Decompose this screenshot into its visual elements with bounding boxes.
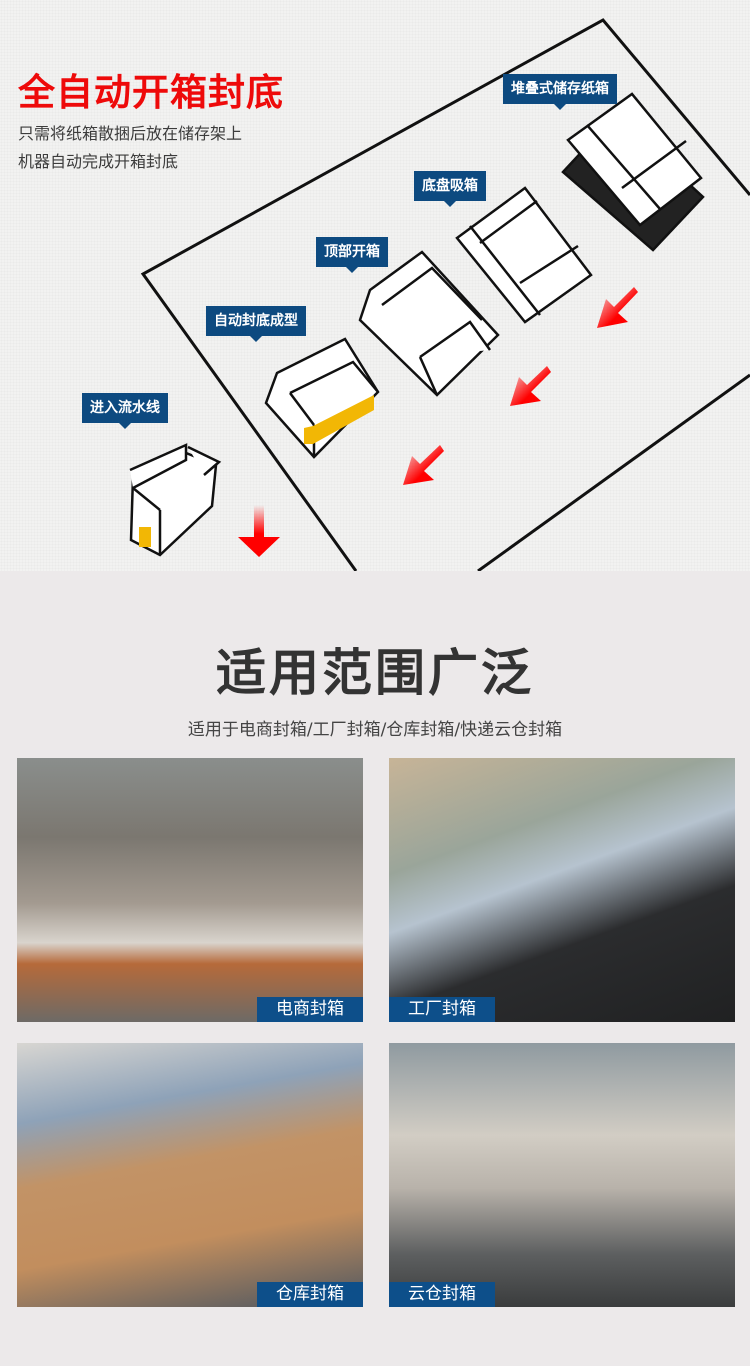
conveyor-outline	[140, 18, 750, 571]
step-tag-bottom-seal: 自动封底成型	[206, 306, 306, 342]
photo-ecommerce: 电商封箱	[17, 758, 363, 1022]
flow-arrows	[238, 287, 638, 557]
applications-section: 适用范围广泛 适用于电商封箱/工厂封箱/仓库封箱/快递云仓封箱 电商封箱 工厂封…	[0, 571, 750, 1366]
flat-box-icon	[455, 186, 593, 324]
caption-factory: 工厂封箱	[389, 997, 495, 1022]
step-tag-stacked-storage: 堆叠式储存纸箱	[503, 74, 617, 110]
applications-heading: 适用范围广泛	[216, 644, 534, 702]
process-diagram	[129, 18, 750, 571]
entry-box-icon	[129, 443, 222, 557]
step-tag-suction: 底盘吸箱	[414, 171, 486, 207]
open-top-box-icon	[358, 250, 500, 397]
arrow-down-icon	[238, 505, 280, 557]
photo-factory: 工厂封箱	[389, 758, 735, 1022]
hero-subtitle-line2: 机器自动完成开箱封底	[18, 152, 179, 171]
applications-subheading: 适用于电商封箱/工厂封箱/仓库封箱/快递云仓封箱	[187, 720, 563, 740]
hero-section: 全自动开箱封底 只需将纸箱散捆后放在储存架上 机器自动完成开箱封底 进入流水线 …	[0, 0, 750, 571]
caption-cloud-warehouse: 云仓封箱	[389, 1282, 495, 1307]
arrow-icon	[510, 366, 551, 406]
arrow-icon	[403, 445, 444, 485]
hero-title: 全自动开箱封底	[18, 71, 284, 114]
step-tag-top-open: 顶部开箱	[316, 237, 388, 273]
hero-subtitle-line1: 只需将纸箱散捆后放在储存架上	[18, 124, 243, 143]
photo-cloud-warehouse: 云仓封箱	[389, 1043, 735, 1307]
step-tag-enter-line: 进入流水线	[82, 393, 168, 429]
sealed-box-icon	[264, 337, 380, 459]
caption-warehouse: 仓库封箱	[257, 1282, 363, 1307]
stacked-boxes-icon	[561, 92, 705, 252]
caption-ecommerce: 电商封箱	[257, 997, 363, 1022]
arrow-icon	[597, 287, 638, 328]
photo-warehouse: 仓库封箱	[17, 1043, 363, 1307]
